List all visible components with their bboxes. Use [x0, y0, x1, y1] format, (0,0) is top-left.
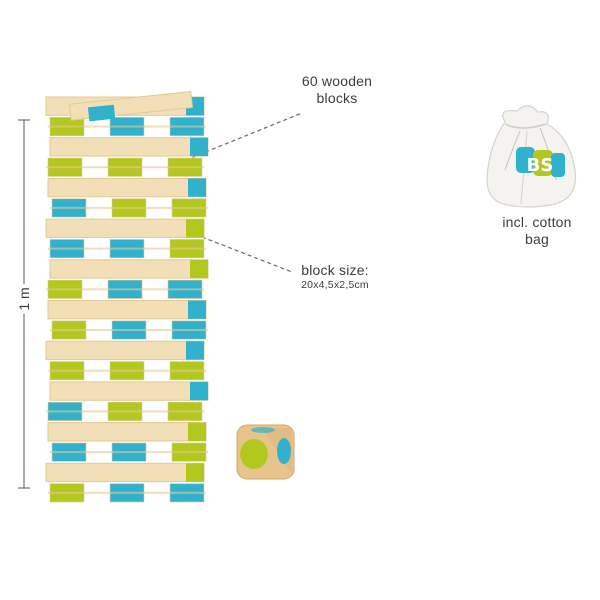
bag-label: incl. cotton bag — [477, 214, 597, 248]
block-gap — [50, 451, 208, 454]
tower-plank — [47, 300, 207, 320]
bag-logo: BS — [527, 155, 554, 176]
block-gap — [50, 329, 208, 332]
tower-plank — [49, 137, 209, 157]
block-size-label: block size: 20x4,5x2,5cm — [278, 262, 392, 292]
block-gap — [48, 247, 206, 250]
plank-end — [188, 178, 206, 197]
top-plank-end — [87, 104, 116, 122]
tower-plank — [45, 462, 205, 483]
plank-end — [188, 300, 206, 319]
blocks-count-line-1: 60 wooden — [301, 73, 373, 89]
blocks-count-label: 60 wooden blocks — [282, 73, 392, 107]
block-gap — [50, 206, 208, 209]
plank-end — [190, 259, 208, 279]
callout-lines — [185, 112, 303, 273]
block-gap — [46, 166, 204, 169]
blocks-count-line-2: blocks — [316, 90, 358, 106]
plank-end — [186, 341, 204, 360]
tower-plank — [47, 422, 207, 442]
height-label: 1 m — [14, 284, 34, 314]
tower-plank — [49, 259, 209, 279]
block-size-dims: 20x4,5x2,5cm — [301, 279, 369, 291]
plank-end — [190, 137, 208, 157]
block-gap — [48, 125, 206, 128]
dice-icon — [236, 424, 295, 480]
bag-line-2: bag — [525, 231, 549, 247]
cotton-bag-icon: BS — [486, 105, 577, 208]
plank-end — [190, 381, 208, 401]
top-plank — [68, 91, 194, 121]
block-gap — [48, 369, 206, 372]
plank-end — [188, 422, 206, 441]
block-gap — [46, 410, 204, 413]
block-gap — [48, 491, 206, 494]
bag-line-1: incl. cotton — [502, 214, 572, 230]
size-callout-line — [201, 236, 293, 273]
wooden-block-tower — [45, 91, 209, 503]
block-gap — [46, 288, 204, 291]
tower-plank — [47, 177, 207, 198]
plank-end — [186, 463, 204, 482]
tower-plank — [49, 381, 209, 401]
plank-end — [186, 219, 204, 238]
tower-plank — [45, 340, 205, 361]
block-size-title: block size: — [301, 262, 369, 278]
tower-plank — [45, 218, 205, 238]
